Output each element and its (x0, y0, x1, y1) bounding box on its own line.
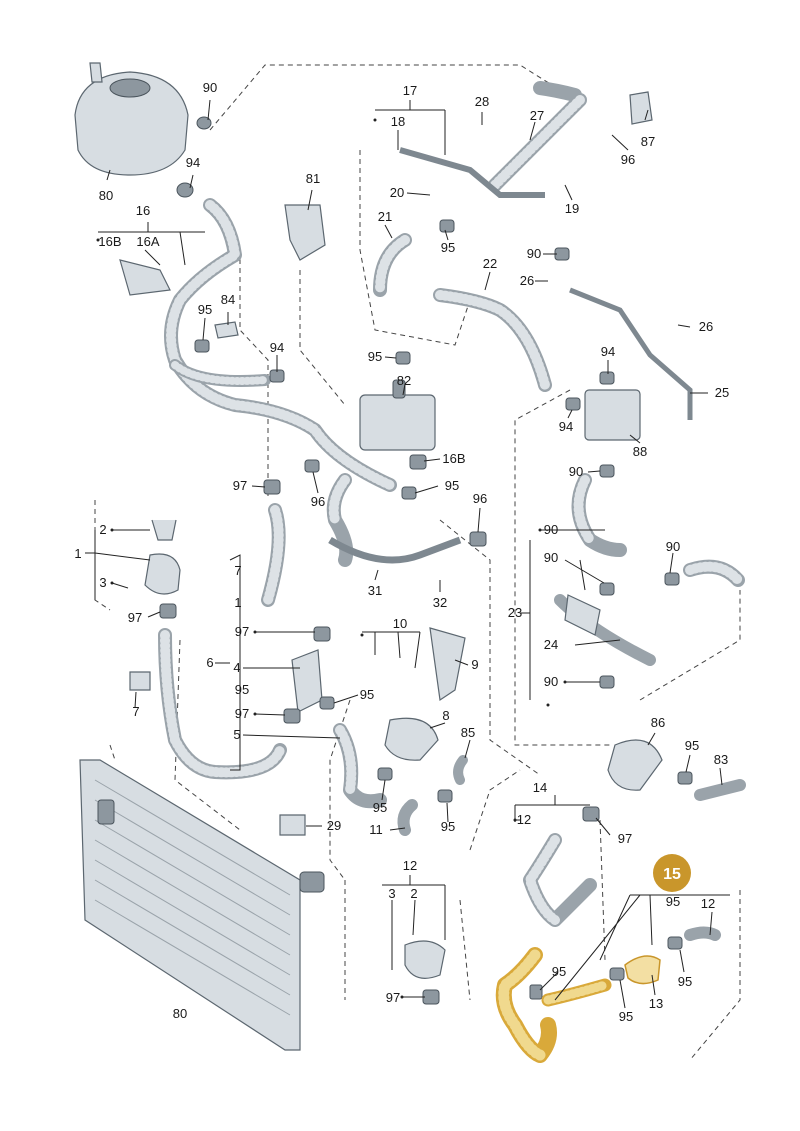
callout-label: 23 (508, 605, 522, 620)
callout-label: 5 (233, 727, 240, 742)
callout-label: 83 (714, 752, 728, 767)
callout-label: 19 (565, 201, 579, 216)
callout-label: 94 (186, 155, 200, 170)
callout-label: 9 (471, 657, 478, 672)
callout-label: 82 (397, 373, 411, 388)
callout-label: 90 (569, 464, 583, 479)
callout-label: 97 (618, 831, 632, 846)
parts-layer (74, 62, 746, 1051)
callout-label: 29 (327, 818, 341, 833)
hoses (158, 81, 746, 941)
callout-label: 3 (99, 575, 106, 590)
leader-lines (85, 99, 730, 1009)
callout-label: 16 (136, 203, 150, 218)
callout-label: 80 (99, 188, 113, 203)
callout-label: 28 (475, 94, 489, 109)
callout-label: 6 (206, 655, 213, 670)
callout-label: 3 (388, 886, 395, 901)
callout-label: 12 (517, 812, 531, 827)
callout-label: 94 (601, 344, 615, 359)
callout-label: 95 (373, 800, 387, 815)
callout-label: 94 (559, 419, 573, 434)
callout-label: 95 (368, 349, 382, 364)
callout-label: 90 (544, 550, 558, 565)
callout-label: 22 (483, 256, 497, 271)
callout-label: 84 (221, 292, 235, 307)
callout-label: 95 (445, 478, 459, 493)
callout-label: 7 (132, 704, 139, 719)
callout-label: 1 (234, 595, 241, 610)
callout-label: 80 (173, 1006, 187, 1021)
pipes (328, 147, 693, 564)
callout-label: 95 (441, 240, 455, 255)
callout-label: 97 (235, 624, 249, 639)
callout-label: 97 (386, 990, 400, 1005)
callout-label: 95 (360, 687, 374, 702)
callout-label: 96 (621, 152, 635, 167)
callout-label: 1 (74, 546, 81, 561)
callout-label: 95 (441, 819, 455, 834)
callout-label: 25 (715, 385, 729, 400)
callout-label: 95 (235, 682, 249, 697)
callout-labels: 80 90 94 16 16B 16A 81 95 84 94 17 18 28… (74, 80, 729, 1024)
callout-label: 2 (99, 522, 106, 537)
callout-label: 95 (685, 738, 699, 753)
callout-label: 90 (203, 80, 217, 95)
callout-label: 90 (666, 539, 680, 554)
callout-label: 2 (410, 886, 417, 901)
callout-label: 16B (98, 234, 121, 249)
callout-label: 96 (473, 491, 487, 506)
callout-label: 4 (233, 660, 240, 675)
callout-label: 20 (390, 185, 404, 200)
callout-label: 14 (533, 780, 547, 795)
callout-label: 87 (641, 134, 655, 149)
callout-label: 17 (403, 83, 417, 98)
expansion-tank (74, 62, 212, 198)
callout-badge-15 (653, 854, 691, 892)
callout-label: 94 (270, 340, 284, 355)
dashed-grouping-lines (94, 64, 741, 1061)
components (119, 91, 663, 979)
callout-label: 95 (678, 974, 692, 989)
callout-label: 88 (633, 444, 647, 459)
callout-label: 26 (699, 319, 713, 334)
callout-label: 95 (619, 1009, 633, 1024)
callout-label: 10 (393, 616, 407, 631)
callout-label: 81 (306, 171, 320, 186)
radiator (79, 759, 325, 1051)
callout-label: 24 (544, 637, 558, 652)
callout-label: 18 (391, 114, 405, 129)
callout-label: 31 (368, 583, 382, 598)
callout-label: 90 (544, 674, 558, 689)
callout-label: 12 (403, 858, 417, 873)
callout-label: 85 (461, 725, 475, 740)
callout-label: 8 (442, 708, 449, 723)
callout-label: 97 (128, 610, 142, 625)
callout-label: 97 (235, 706, 249, 721)
callout-label: 13 (649, 996, 663, 1011)
callout-badge-label: 15 (663, 866, 681, 883)
callout-label: 97 (233, 478, 247, 493)
callout-label: 7 (234, 563, 241, 578)
callout-label: 90 (544, 522, 558, 537)
callout-label: 96 (311, 494, 325, 509)
callout-label: 16B (442, 451, 465, 466)
callout-label: 27 (530, 108, 544, 123)
callout-label: 95 (198, 302, 212, 317)
callout-label: 95 (552, 964, 566, 979)
callout-label: 86 (651, 715, 665, 730)
callout-label: 12 (701, 896, 715, 911)
callout-label: 90 (527, 246, 541, 261)
callout-label: 95 (666, 894, 680, 909)
callout-label: 32 (433, 595, 447, 610)
callout-label: 26 (520, 273, 534, 288)
callout-label: 16A (136, 234, 159, 249)
callout-label: 21 (378, 209, 392, 224)
callout-label: 11 (369, 822, 383, 837)
highlighted-hose-15: 15 (495, 854, 691, 1063)
leader-dots (96, 118, 567, 999)
